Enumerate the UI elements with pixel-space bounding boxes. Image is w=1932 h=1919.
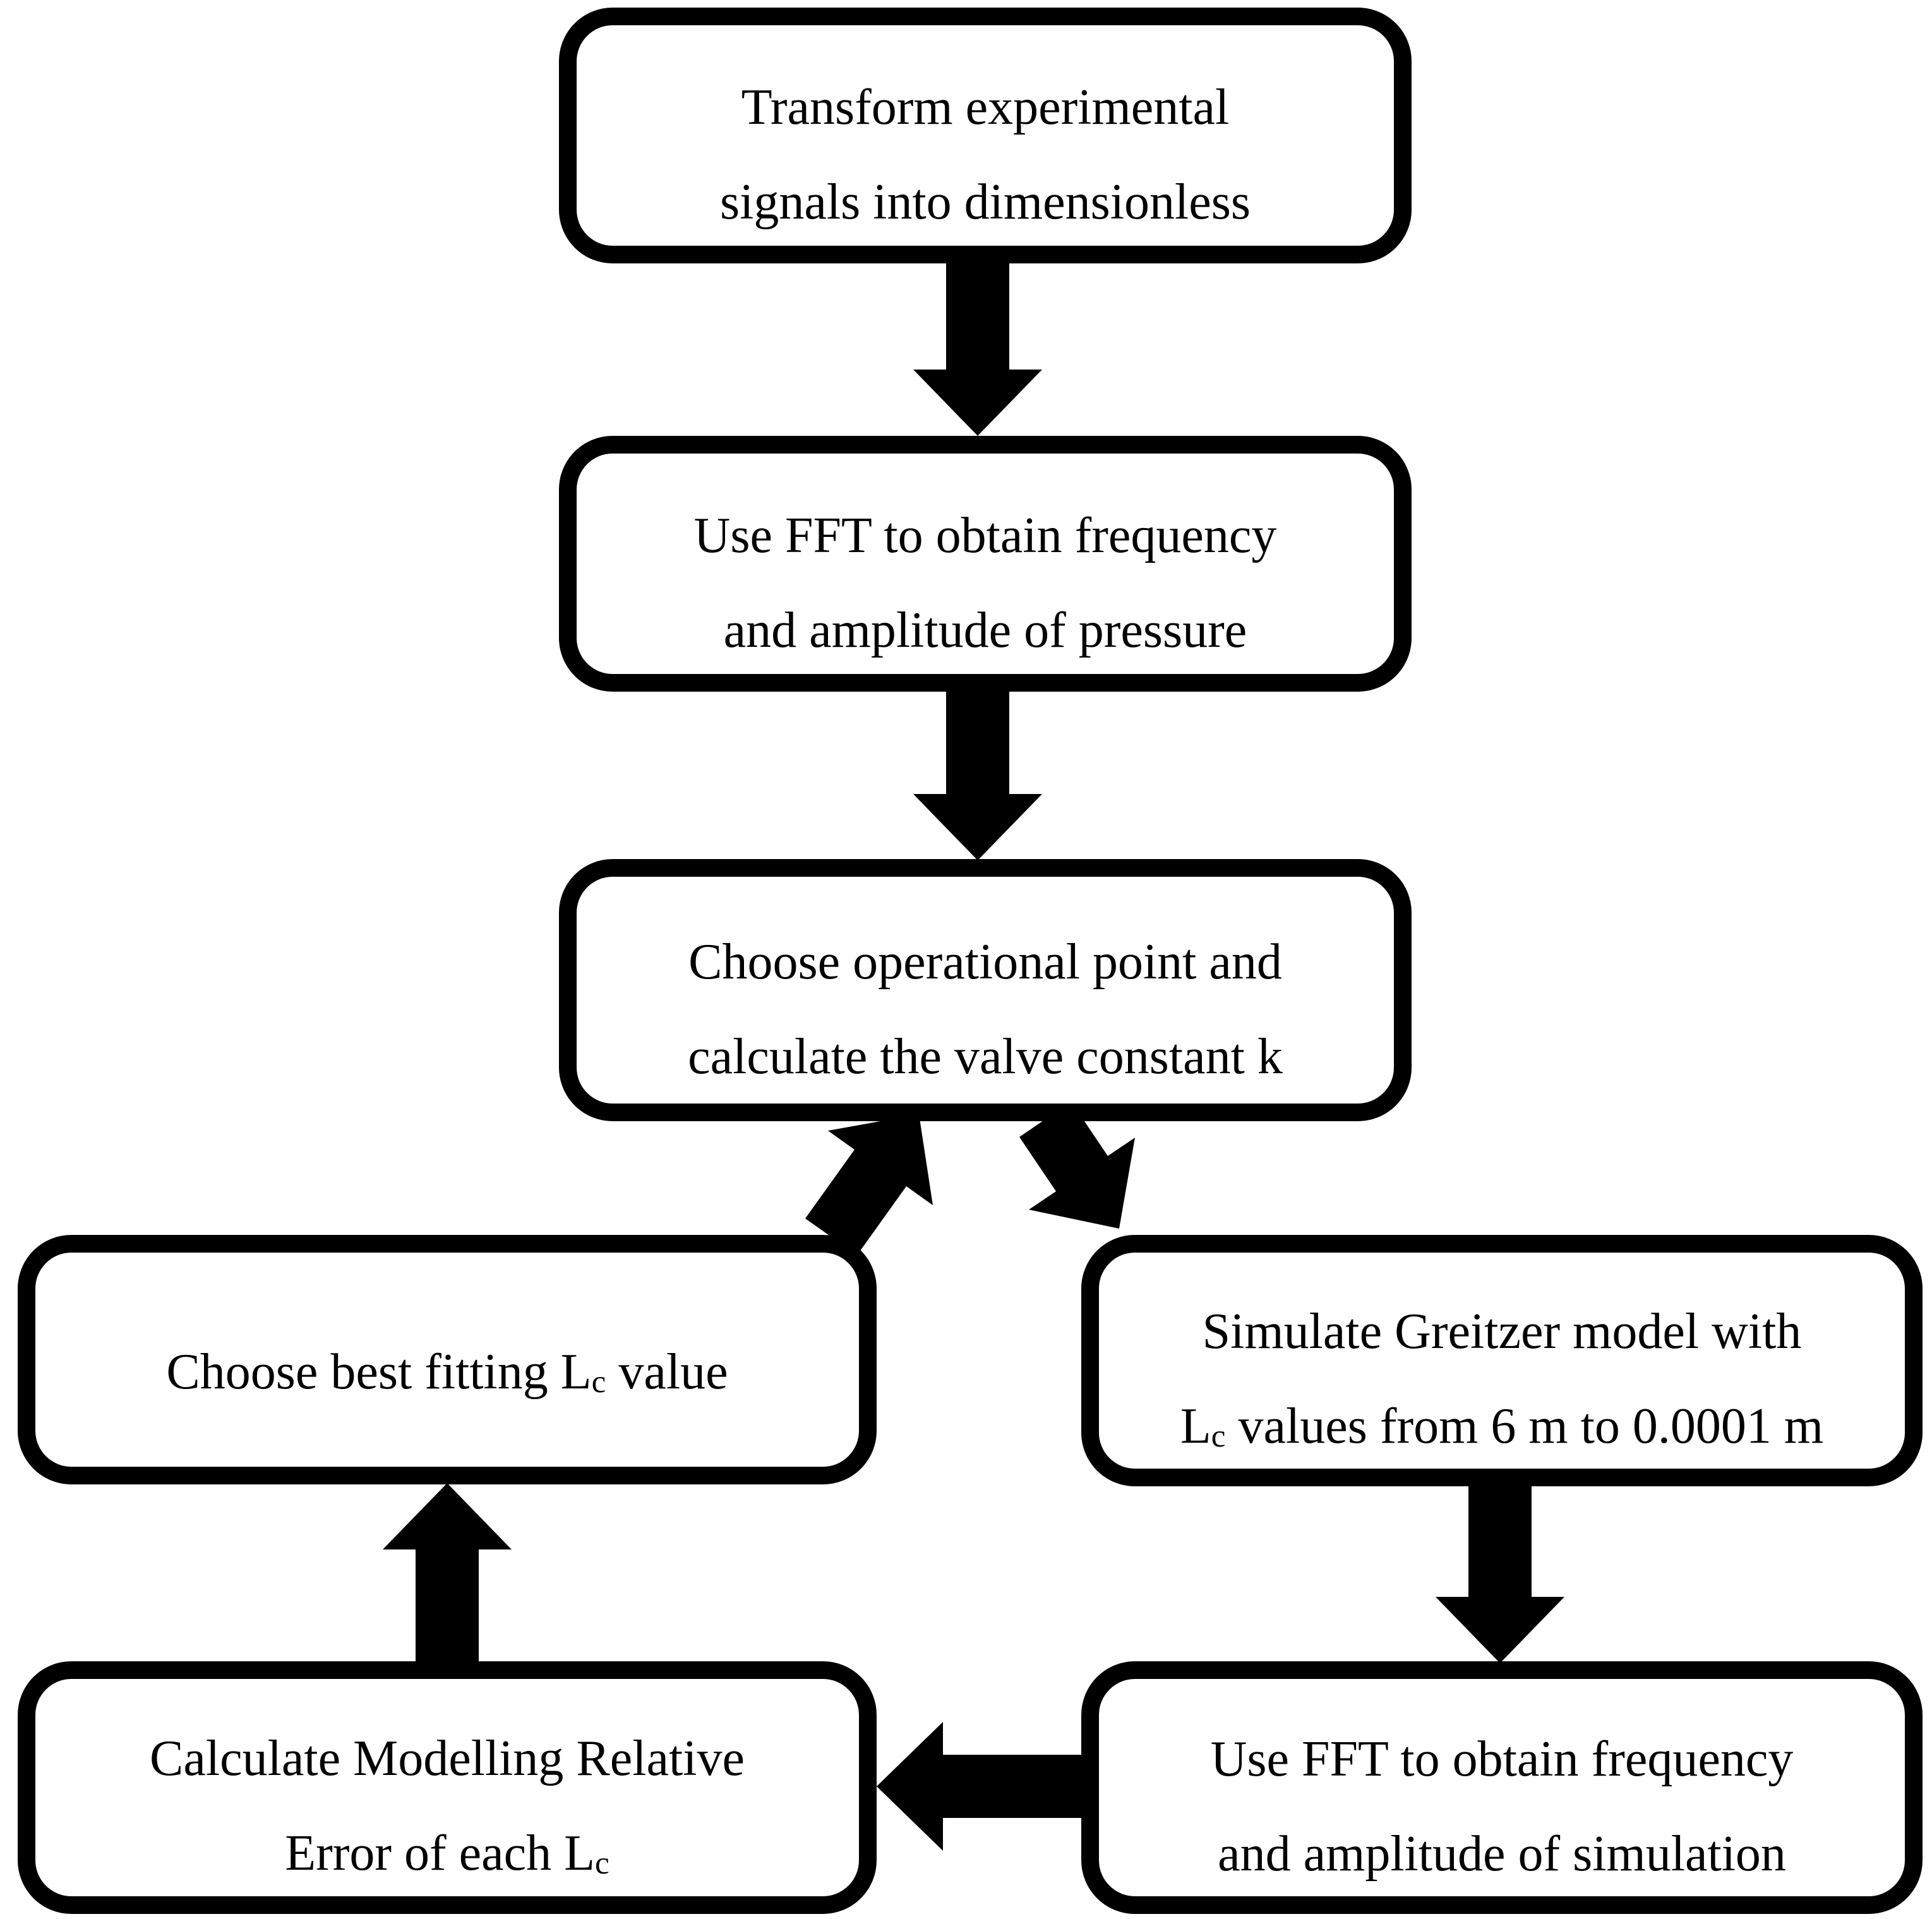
left-arrow-icon-fft-simulation-to-error xyxy=(877,1722,1081,1851)
diagonal-up-right-arrow-icon-bestfit-to-operational xyxy=(805,1114,933,1255)
box-fft-simulation-line1: Use FFT to obtain frequency xyxy=(1210,1731,1794,1787)
box-fft-pressure: Use FFT to obtain frequency and amplitud… xyxy=(559,436,1412,692)
box-simulate-greitzer-line1: Simulate Greitzer model with xyxy=(1202,1304,1802,1360)
lc-subscript: c xyxy=(595,1845,609,1882)
box-relative-error-line2: Error of each Lc xyxy=(285,1826,609,1882)
box-operational-point: Choose operational point and calculate t… xyxy=(559,859,1412,1121)
box-fft-simulation-line2: and amplitude of simulation xyxy=(1218,1826,1786,1882)
box-fft-simulation: Use FFT to obtain frequency and amplitud… xyxy=(1081,1661,1923,1914)
box-best-fitting-lc: Choose best fitting Lc value xyxy=(18,1235,877,1484)
box-transform-signals-line2: signals into dimensionless xyxy=(720,174,1251,230)
lc-subscript: c xyxy=(591,1363,606,1400)
down-arrow-icon-fft-to-operational xyxy=(913,690,1042,860)
box-fft-pressure-line1: Use FFT to obtain frequency xyxy=(693,507,1277,563)
lc-subscript: c xyxy=(1211,1418,1226,1455)
box-transform-signals-line1: Transform experimental xyxy=(741,79,1230,135)
down-arrow-icon-simulate-to-fft-simulation xyxy=(1436,1483,1564,1663)
box-operational-point-line1: Choose operational point and xyxy=(688,934,1282,990)
down-arrow-icon-transform-to-fft xyxy=(913,262,1042,436)
box-relative-error-line1: Calculate Modelling Relative xyxy=(150,1731,745,1787)
box-fft-pressure-line2: and amplitude of pressure xyxy=(723,602,1247,658)
diagonal-down-right-arrow-icon-operational-to-simulate xyxy=(1019,1102,1135,1229)
box-relative-error: Calculate Modelling Relative Error of ea… xyxy=(18,1661,877,1914)
box-operational-point-line2: calculate the valve constant k xyxy=(688,1028,1283,1085)
box-transform-signals: Transform experimental signals into dime… xyxy=(559,8,1412,263)
box-simulate-greitzer-line2: Lc values from 6 m to 0.0001 m xyxy=(1180,1399,1824,1455)
up-arrow-icon-error-to-bestfit xyxy=(383,1483,512,1661)
box-simulate-greitzer: Simulate Greitzer model with Lc values f… xyxy=(1081,1235,1923,1486)
box-best-fitting-lc-line: Choose best fitting Lc value xyxy=(166,1344,728,1400)
